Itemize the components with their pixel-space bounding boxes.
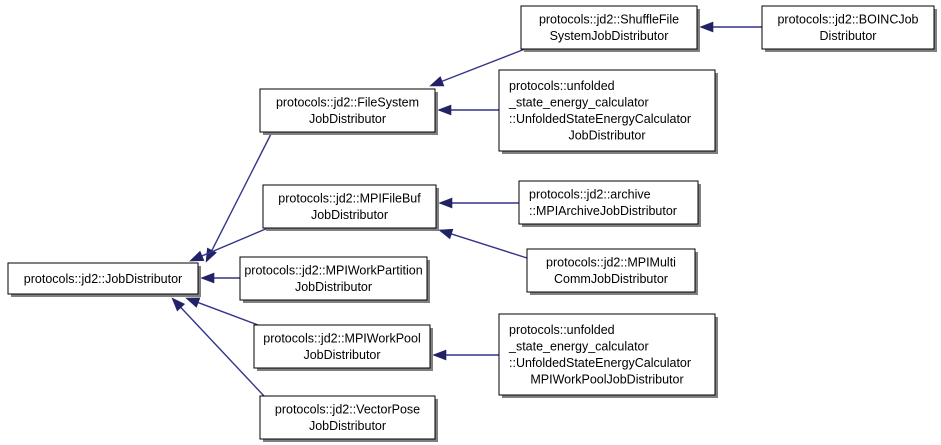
node-box (518, 180, 699, 225)
edge-line (441, 48, 526, 82)
edges-layer (171, 21, 762, 397)
class-node-mpimulticomm[interactable]: protocols::jd2::MPIMultiCommJobDistribut… (526, 248, 698, 295)
class-node-jobdistributor[interactable]: protocols::jd2::JobDistributor (7, 262, 201, 297)
node-label-line: protocols::jd2::archive (529, 188, 651, 202)
node-label-line: CommJobDistributor (554, 272, 668, 286)
inheritance-arrow-head (438, 197, 453, 209)
node-box (259, 88, 436, 133)
node-label-line: protocols::unfolded (509, 79, 615, 93)
inheritance-arrow-head (200, 272, 215, 284)
node-label-line: protocols::jd2::MPIWorkPartition (244, 264, 422, 278)
node-label-line: Distributor (820, 29, 877, 43)
class-node-unfolded-jd[interactable]: protocols::unfolded_state_energy_calcula… (498, 69, 718, 154)
inheritance-edge-filesystem-to-jobdistributor (205, 131, 273, 263)
inheritance-arrow-head (438, 228, 454, 240)
inheritance-arrow-head (185, 297, 201, 308)
inheritance-arrow-head (171, 297, 186, 312)
edge-line (197, 301, 259, 326)
node-label-line: MPIWorkPoolJobDistributor (530, 373, 683, 387)
node-box (259, 395, 436, 440)
node-box (262, 184, 437, 229)
class-node-mpiworkpartition[interactable]: protocols::jd2::MPIWorkPartitionJobDistr… (239, 256, 430, 303)
inheritance-edge-mpiworkpartition-to-jobdistributor (200, 272, 240, 284)
inheritance-edge-mpifilebuf-to-jobdistributor (189, 227, 269, 262)
node-label-line: protocols::jd2::MPIMulti (546, 256, 676, 270)
node-label-line: _state_energy_calculator (508, 340, 649, 354)
node-label-line: JobDistributor (295, 280, 372, 294)
node-label-line: protocols::jd2::FileSystem (276, 96, 419, 110)
inheritance-edge-unfolded-mpiworkpool-to-mpiworkpool (432, 349, 499, 361)
node-box (498, 313, 716, 396)
node-label-line: _state_energy_calculator (508, 96, 649, 110)
inheritance-arrow-head (699, 21, 714, 33)
node-label-line: JobDistributor (311, 208, 388, 222)
node-label-line: JobDistributor (309, 419, 386, 433)
inheritance-edge-boinc-to-shufflefilesystem (699, 21, 762, 33)
inheritance-edge-shufflefilesystem-to-filesystem (429, 48, 526, 87)
inheritance-edge-vectorpose-to-jobdistributor (171, 297, 265, 397)
inheritance-edge-unfolded-jd-to-filesystem (437, 104, 499, 116)
edge-line (180, 306, 265, 397)
node-label-line: ::MPIArchiveJobDistributor (529, 204, 677, 218)
node-label-line: protocols::jd2::MPIWorkPool (263, 332, 420, 346)
node-box (761, 5, 935, 50)
node-label-line: protocols::unfolded (509, 323, 615, 337)
edge-line (201, 227, 269, 257)
node-label-line: JobDistributor (309, 112, 386, 126)
node-box (498, 69, 716, 152)
node-label-line: protocols::jd2::VectorPose (275, 403, 420, 417)
node-box (7, 262, 199, 295)
edge-line (211, 131, 273, 251)
inheritance-edge-mpiarchive-to-mpifilebuf (438, 197, 519, 209)
node-box (239, 256, 428, 301)
node-label-line: protocols::jd2::ShuffleFile (539, 13, 679, 27)
class-node-shufflefilesystem[interactable]: protocols::jd2::ShuffleFileSystemJobDist… (520, 5, 700, 52)
node-label-line: ::UnfoldedStateEnergyCalculator (509, 112, 691, 126)
node-box (253, 324, 431, 369)
class-node-mpiworkpool[interactable]: protocols::jd2::MPIWorkPoolJobDistributo… (253, 324, 433, 371)
edge-line (451, 233, 528, 259)
inheritance-arrow-head (429, 76, 445, 87)
class-node-unfolded-mpiworkpool[interactable]: protocols::unfolded_state_energy_calcula… (498, 313, 718, 398)
node-label-line: JobDistributor (303, 348, 380, 362)
inheritance-edge-mpiworkpool-to-jobdistributor (185, 297, 259, 326)
inheritance-arrow-head (437, 104, 452, 116)
node-box (526, 248, 696, 293)
node-label-line: protocols::jd2::JobDistributor (24, 272, 182, 286)
node-label-line: protocols::jd2::MPIFileBuf (278, 192, 421, 206)
node-label-line: JobDistributor (568, 129, 645, 143)
node-box (520, 5, 698, 50)
class-node-mpiarchive[interactable]: protocols::jd2::archive::MPIArchiveJobDi… (518, 180, 701, 227)
inheritance-edge-mpimulticomm-to-mpifilebuf (438, 228, 528, 259)
inheritance-arrow-head (432, 349, 447, 361)
inheritance-arrow-head (189, 250, 205, 262)
node-label-line: protocols::jd2::BOINCJob (777, 13, 918, 27)
nodes-layer: protocols::jd2::JobDistributorprotocols:… (7, 5, 937, 442)
node-label-line: SystemJobDistributor (550, 29, 669, 43)
node-label-line: ::UnfoldedStateEnergyCalculator (509, 356, 691, 370)
